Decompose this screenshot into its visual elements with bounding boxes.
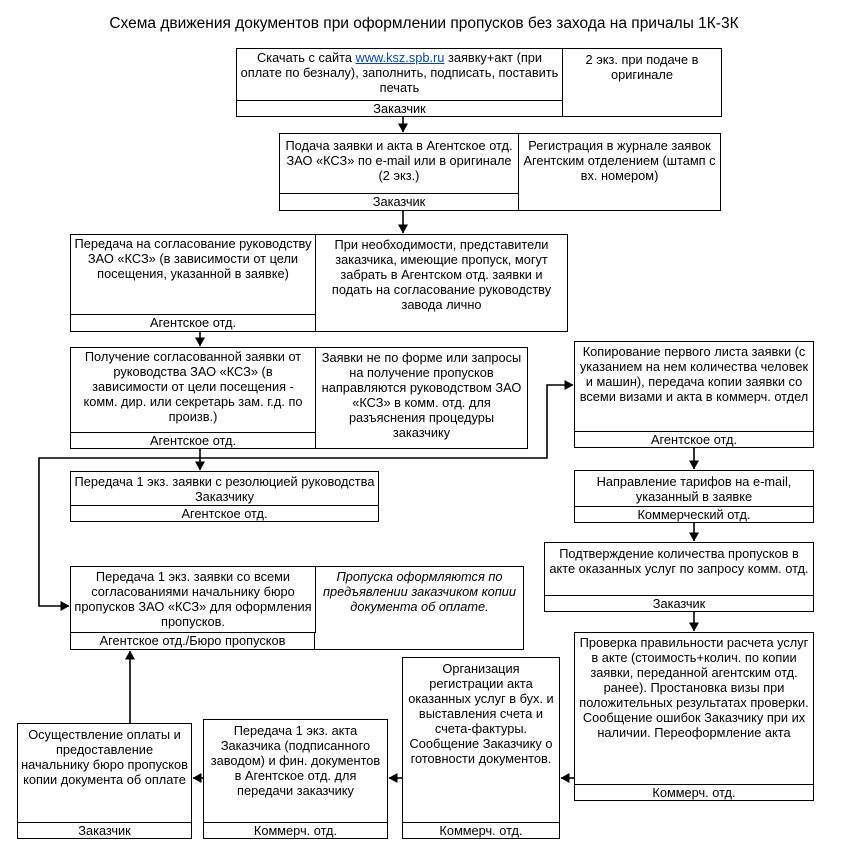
step-tariffs-text: Направление тарифов на e-mail, указанный… <box>596 473 792 504</box>
step-approval-actor: Агентское отд. <box>71 314 315 331</box>
step-pass-text: Передача 1 экз. заявки со всеми согласов… <box>74 569 312 629</box>
step-return-actor: Агентское отд. <box>71 505 378 521</box>
step-confirm-text: Подтверждение количества пропусков в акт… <box>549 546 809 576</box>
step-payment: Осуществление оплаты и предоставление на… <box>17 723 192 839</box>
step-check-act: Проверка правильности расчета услуг в ак… <box>574 632 814 801</box>
step-receive-approved: Получение согласованной заявки от руково… <box>70 347 528 449</box>
step-download-actor: Заказчик <box>237 100 563 116</box>
arrow-b4-b6 <box>38 457 200 611</box>
step-receive-actor: Агентское отд. <box>71 432 315 448</box>
step-check-text: Проверка правильности расчета услуг в ак… <box>579 635 809 740</box>
step-submit-application: Подача заявки и акта в Агентское отд. ЗА… <box>279 133 721 211</box>
step-copy-first-sheet: Копирование первого листа заявки (с указ… <box>574 341 814 448</box>
step-return-text: Передача 1 экз. заявки с резолюцией руко… <box>74 474 375 504</box>
step-download-note: 2 экз. при подаче в оригинале <box>585 52 699 82</box>
step-confirm-quantity: Подтверждение количества пропусков в акт… <box>544 542 814 612</box>
step-register-actor: Коммерч. отд. <box>403 822 559 838</box>
step-register-act: Организация регистрации акта оказанных у… <box>402 657 560 839</box>
step-submit-actor: Заказчик <box>280 193 518 210</box>
step-download-forms: Скачать с сайта www.ksz.spb.ru заявку+ак… <box>236 48 722 117</box>
diagram-title: Схема движения документов при оформлении… <box>109 15 739 32</box>
step-receive-note: Заявки не по форме или запросы на получе… <box>321 350 522 440</box>
step-approval-note: При необходимости, представители заказчи… <box>331 237 552 312</box>
step-download-text: Скачать с сайта www.ksz.spb.ru заявку+ак… <box>240 50 559 95</box>
step-copy-text: Копирование первого листа заявки (с указ… <box>579 344 809 404</box>
step-transfer-text: Передача 1 экз. акта Заказчика (подписан… <box>210 723 381 798</box>
step-transfer-act: Передача 1 экз. акта Заказчика (подписан… <box>203 719 388 839</box>
step-send-for-approval: Передача на согласование руководству ЗАО… <box>70 234 568 332</box>
step-approval-text: Передача на согласование руководству ЗАО… <box>74 236 312 281</box>
step-check-actor: Коммерч. отд. <box>575 784 813 800</box>
step-pass-office: Передача 1 экз. заявки со всеми согласов… <box>70 566 524 650</box>
step-return-copy: Передача 1 экз. заявки с резолюцией руко… <box>70 471 379 522</box>
step-tariffs-actor: Коммерческий отд. <box>575 506 813 522</box>
step-pass-actor: Агентское отд./Бюро пропусков <box>71 632 315 649</box>
step-register-text: Организация регистрации акта оказанных у… <box>408 661 554 766</box>
step-submit-text: Подача заявки и акта в Агентское отд. ЗА… <box>285 138 513 183</box>
step-payment-actor: Заказчик <box>18 822 191 838</box>
step-payment-text: Осуществление оплаты и предоставление на… <box>21 727 188 787</box>
step-receive-text: Получение согласованной заявки от руково… <box>83 349 303 424</box>
step-confirm-actor: Заказчик <box>545 595 813 611</box>
step-pass-note: Пропуска оформляются по предъявлении зак… <box>322 569 517 614</box>
step-send-tariffs: Направление тарифов на e-mail, указанный… <box>574 470 814 523</box>
step-submit-note: Регистрация в журнале заявок Агентским о… <box>523 138 716 183</box>
step-transfer-actor: Коммерч. отд. <box>204 822 387 838</box>
step-copy-actor: Агентское отд. <box>575 431 813 447</box>
arrow-b4-r1 <box>200 380 574 459</box>
site-link[interactable]: www.ksz.spb.ru <box>355 50 445 65</box>
